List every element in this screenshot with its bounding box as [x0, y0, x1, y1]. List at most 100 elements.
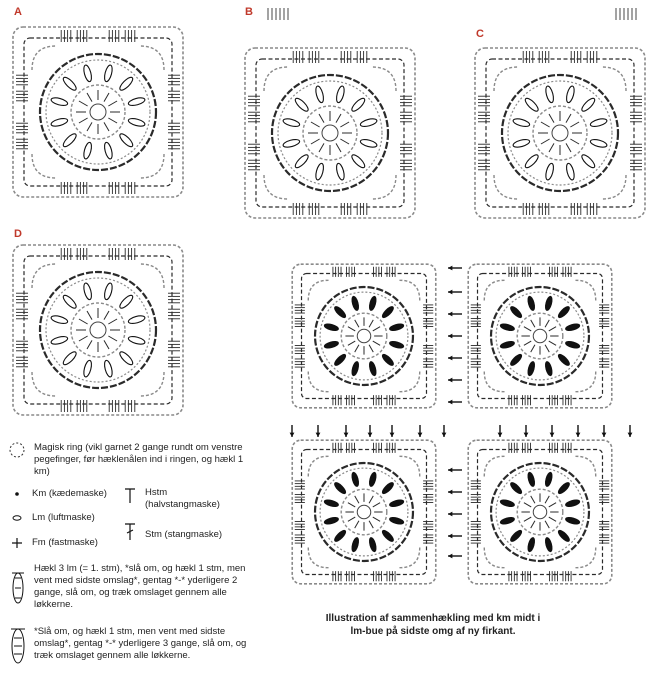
- corner-chain-arc: [399, 279, 421, 301]
- magic-ring: [356, 504, 372, 520]
- legend-cluster4: *Slå om, og hækl 1 stm, men vent med sid…: [34, 626, 247, 661]
- inner-chain-border: [476, 272, 604, 400]
- second-ring: [495, 467, 585, 557]
- corner-chain-arc: [31, 371, 57, 397]
- spoke-stitch: [548, 113, 555, 123]
- cluster-stitch: [512, 118, 531, 127]
- spoke-stitch: [347, 326, 356, 332]
- join-arrowhead: [315, 432, 321, 437]
- join-arrowhead: [448, 289, 453, 295]
- outer-chain-border: [291, 439, 437, 585]
- cluster-stitch: [527, 361, 536, 377]
- join-motif-bottom-right: [467, 439, 613, 585]
- cluster-stitch: [351, 97, 366, 112]
- cluster-stitch: [499, 516, 515, 525]
- cluster-stitch: [104, 141, 113, 160]
- corner-chain-arc: [575, 455, 597, 477]
- cluster-stitch: [565, 323, 581, 332]
- spoke-stitch: [347, 516, 356, 522]
- cluster-stitch: [50, 97, 69, 106]
- inner-chain-border: [23, 37, 173, 187]
- outer-ring: [38, 270, 158, 390]
- outer-chain-border: [291, 263, 437, 409]
- cluster-stitch: [544, 295, 553, 311]
- legend-km: Km (kædemaske): [32, 488, 107, 499]
- cluster-stitch: [127, 336, 146, 345]
- second-ring: [277, 80, 383, 186]
- spoke-stitch: [548, 340, 557, 346]
- join-arrowhead: [389, 432, 395, 437]
- corner-chain-arc: [307, 547, 329, 569]
- spoke-stitch: [548, 326, 557, 332]
- cluster-stitch: [104, 359, 113, 378]
- cluster-stitch: [524, 154, 539, 169]
- corner-chain-arc: [601, 66, 627, 92]
- spoke-stitch: [372, 326, 381, 332]
- outer-ring: [38, 52, 158, 172]
- cluster-stitch: [499, 323, 515, 332]
- join-arrowhead: [448, 467, 453, 473]
- cluster-stitch: [581, 97, 596, 112]
- corner-chain-arc: [307, 371, 329, 393]
- corner-chain-arc: [575, 547, 597, 569]
- join-arrowhead: [448, 377, 453, 383]
- join-arrowhead: [497, 432, 503, 437]
- magic-ring: [532, 504, 548, 520]
- second-ring: [507, 80, 613, 186]
- panel-label-d: D: [14, 228, 22, 240]
- spoke-stitch: [354, 520, 360, 529]
- spoke-stitch: [86, 310, 93, 320]
- corner-chain-arc: [139, 263, 165, 289]
- join-arrowhead: [575, 432, 581, 437]
- spoke-stitch: [347, 340, 356, 346]
- join-motif-top-left: [291, 263, 437, 409]
- join-arrowhead: [448, 553, 453, 559]
- cluster-stitch: [83, 282, 92, 301]
- cluster-stitch: [127, 118, 146, 127]
- magic-ring: [532, 328, 548, 344]
- corner-chain-arc: [139, 371, 165, 397]
- cluster-stitch: [119, 133, 134, 148]
- spoke-stitch: [340, 121, 350, 128]
- corner-chain-arc: [483, 279, 505, 301]
- inner-chain-border: [300, 272, 428, 400]
- legend-lm: Lm (luftmaske): [32, 512, 95, 523]
- panel-label-b: B: [245, 6, 253, 18]
- spoke-stitch: [78, 335, 88, 342]
- cluster-stitch: [282, 139, 301, 148]
- legend-cluster3: Hækl 3 lm (= 1. stm), *slå om, og hækl 1…: [34, 563, 246, 610]
- motif-c: [474, 47, 646, 219]
- inner-chain-ring: [70, 84, 126, 140]
- second-ring: [495, 291, 585, 381]
- inner-chain-border: [485, 58, 635, 208]
- cluster-stitch: [368, 471, 377, 487]
- spoke-stitch: [372, 502, 381, 508]
- inner-chain-border: [23, 255, 173, 405]
- corner-chain-arc: [263, 174, 289, 200]
- cluster-stitch: [62, 133, 77, 148]
- cluster-stitch: [566, 85, 575, 104]
- spoke-stitch: [78, 318, 88, 325]
- join-arrowhead: [448, 399, 453, 405]
- cluster-stitch: [83, 141, 92, 160]
- cluster-stitch: [557, 353, 570, 366]
- spoke-stitch: [86, 92, 93, 102]
- corner-chain-arc: [31, 263, 57, 289]
- outer-ring: [313, 461, 415, 563]
- cluster-stitch: [50, 336, 69, 345]
- inner-chain-border: [300, 448, 428, 576]
- cluster-stitch: [389, 516, 405, 525]
- join-arrowhead: [448, 311, 453, 317]
- cluster-stitch: [336, 85, 345, 104]
- cluster-stitch: [315, 162, 324, 181]
- cluster-stitch: [359, 118, 378, 127]
- corner-chain-arc: [483, 455, 505, 477]
- cluster3-detail: [12, 572, 24, 599]
- spoke-stitch: [530, 495, 536, 504]
- spoke-stitch: [78, 117, 88, 124]
- cluster-stitch: [389, 499, 405, 508]
- cluster-stitch: [351, 154, 366, 169]
- cluster4-detail: [11, 628, 25, 655]
- inner-chain-ring: [532, 105, 588, 161]
